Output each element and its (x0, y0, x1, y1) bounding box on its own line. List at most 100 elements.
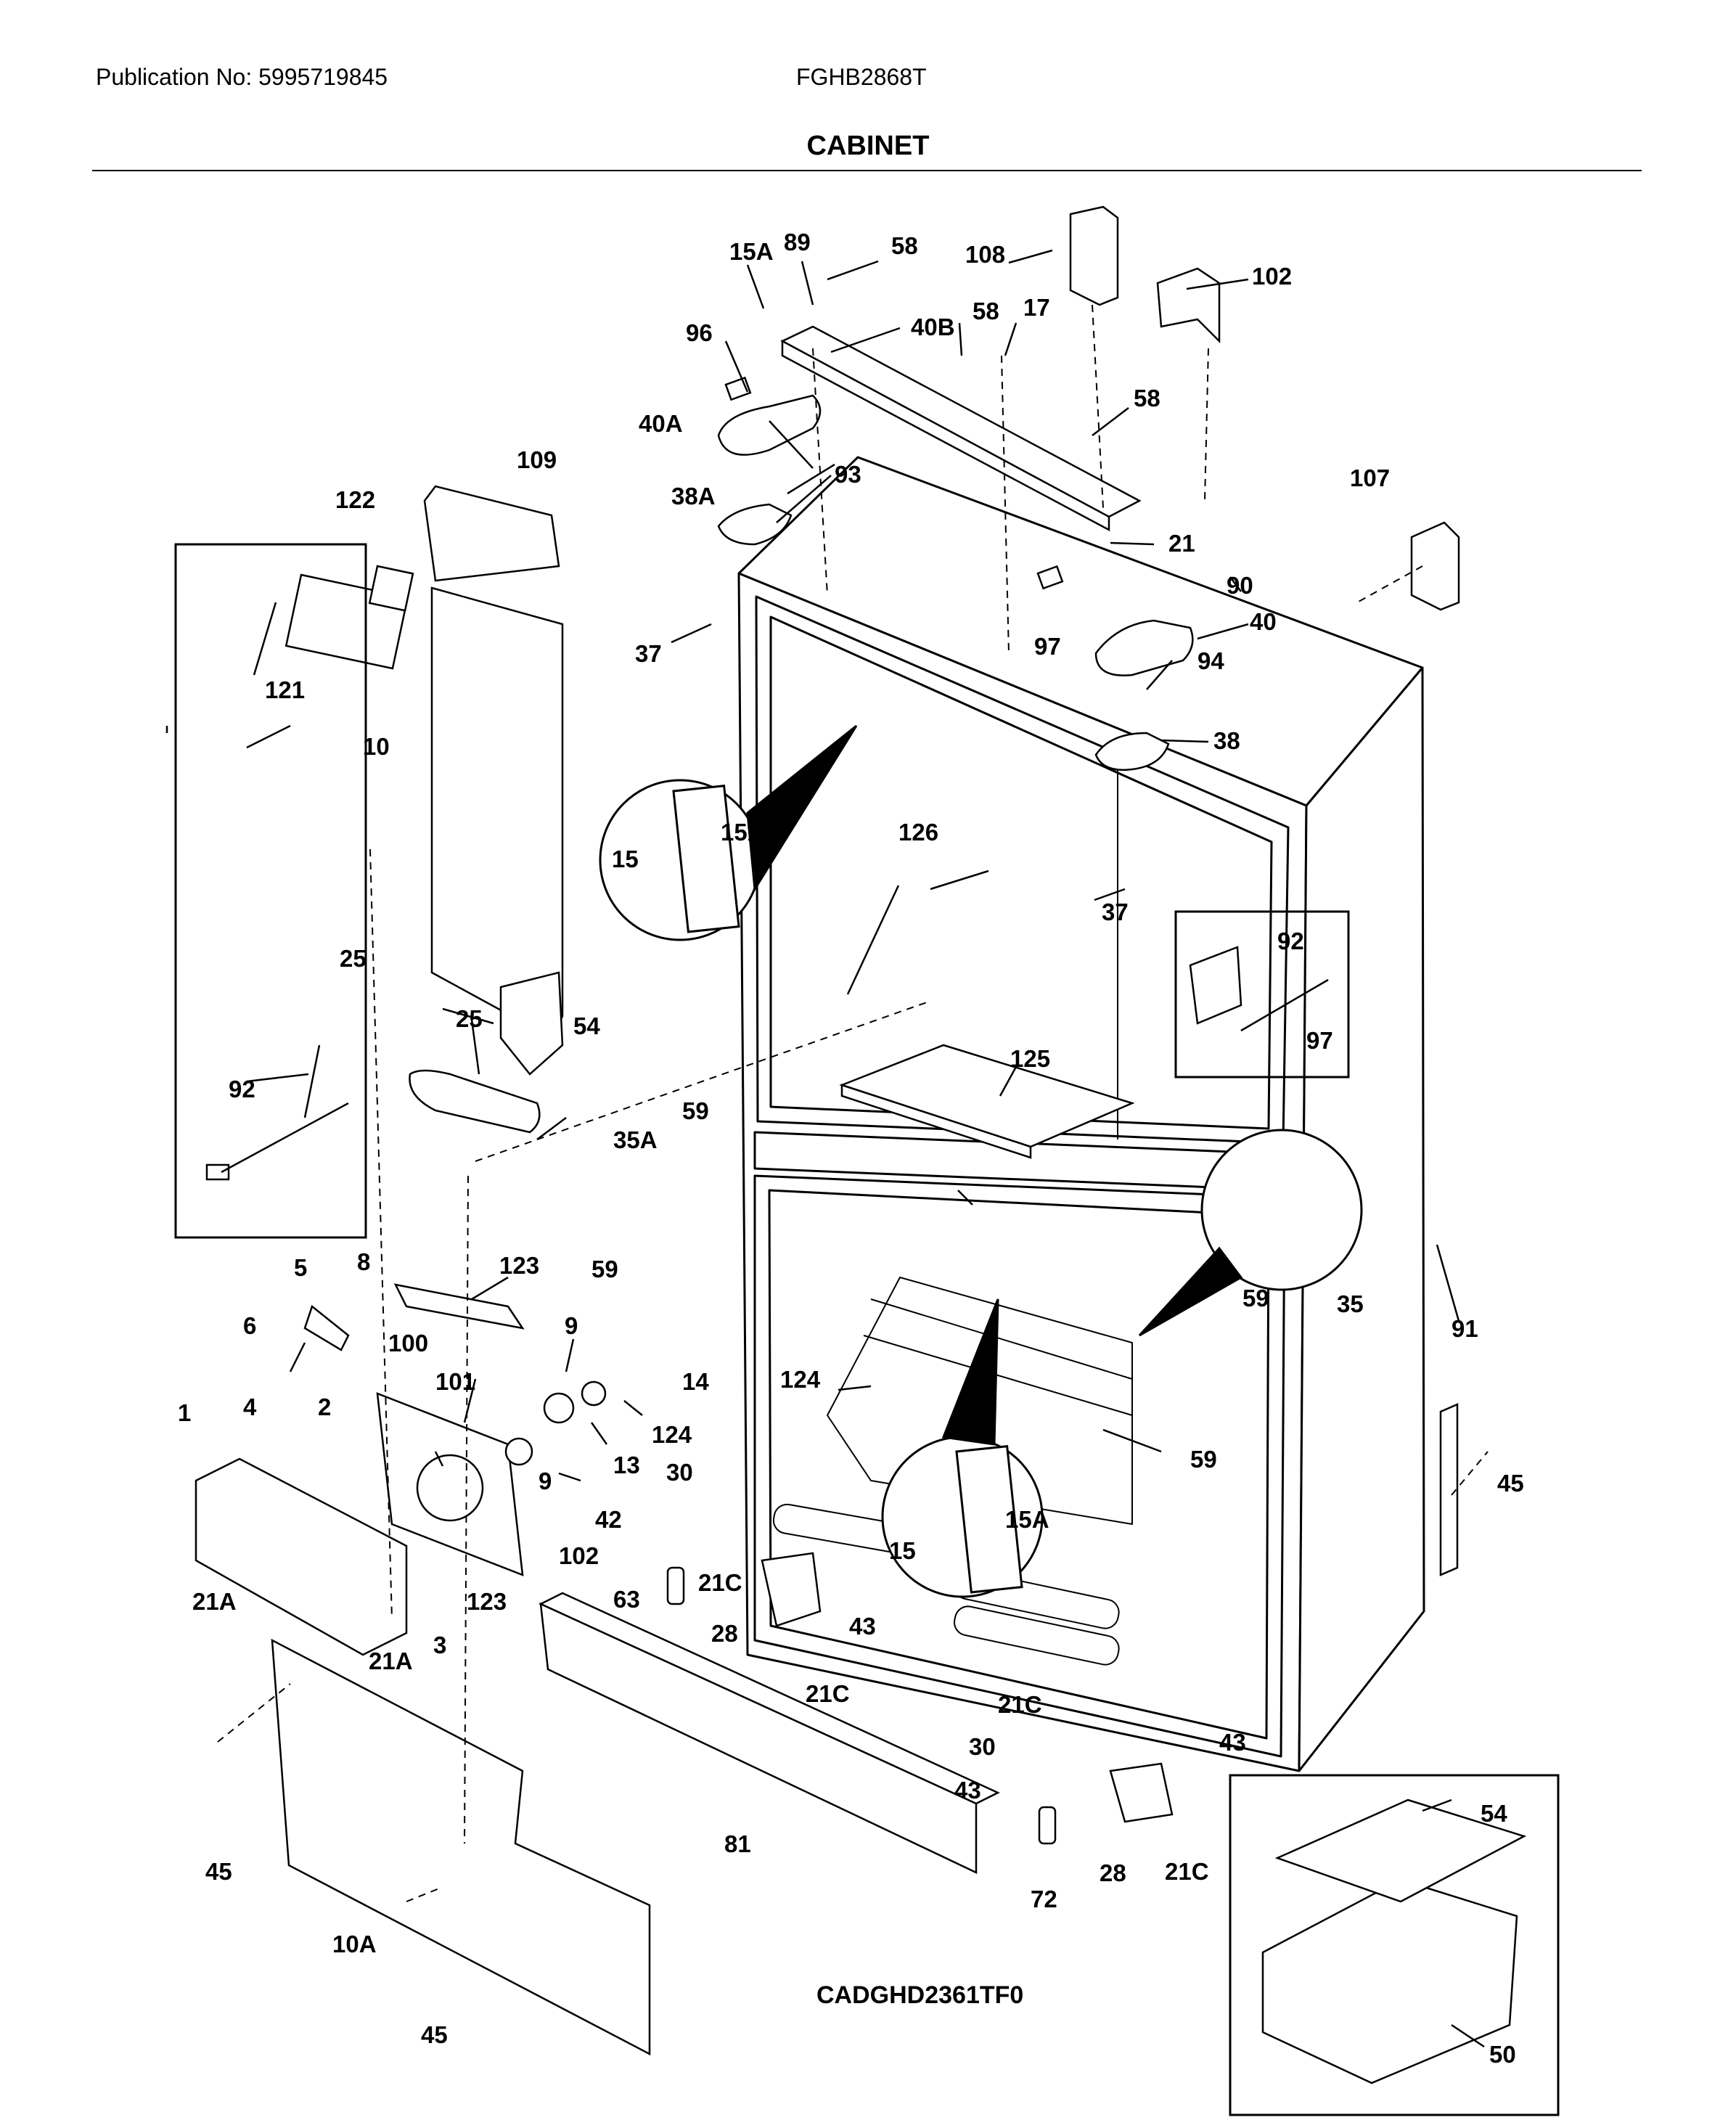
callout-123: 124 (652, 1421, 692, 1448)
callout-96: 100 (388, 1330, 428, 1356)
callout-4: 4 (243, 1394, 257, 1420)
callout-45: 45 (421, 2021, 448, 2048)
rear-access-panel (271, 1638, 651, 2056)
inset-box-50-54 (1229, 1774, 1560, 2116)
callout-90: 92 (229, 1076, 255, 1102)
callout-2: 2 (318, 1394, 331, 1420)
dashed-assembly-lines (217, 304, 1489, 1902)
detail-circle-lower (881, 1298, 1044, 1598)
callout-97: 102 (559, 1542, 599, 1569)
shelf-part (839, 1044, 1135, 1159)
callout-15: 15 (612, 846, 639, 872)
callout-42: 43 (954, 1777, 981, 1804)
callout-40: 40 (1250, 608, 1277, 635)
callout-109: 122 (335, 486, 375, 513)
callout-15: 15 (889, 1537, 916, 1564)
callout-6: 6 (243, 1312, 256, 1339)
callout-40A: 40A (639, 410, 683, 437)
callout-21C: 21C (698, 1569, 742, 1596)
callout-43: 43 (849, 1613, 876, 1640)
callout-45: 45 (205, 1858, 232, 1885)
callout-59: 59 (1190, 1446, 1217, 1473)
callout-21A: 21A (192, 1588, 237, 1615)
callout-21C: 21C (1165, 1858, 1209, 1885)
callout-94: 97 (1306, 1027, 1333, 1054)
callout-100: 102 (1252, 263, 1292, 290)
callout-30: 30 (666, 1459, 693, 1486)
wire-harness-inset (205, 1102, 349, 1181)
callout-21C: 21C (998, 1691, 1042, 1718)
callout-59: 59 (682, 1097, 709, 1124)
header-divider (92, 170, 1642, 171)
callout-15A: 15A (721, 819, 765, 846)
callout-124: 124 (780, 1366, 821, 1393)
callout-89: 91 (1452, 1315, 1478, 1342)
inset-box-91-94 (1174, 910, 1350, 1079)
callout-92: 94 (1197, 647, 1224, 674)
cabinet-body (737, 456, 1425, 1772)
callout-93: 97 (1034, 633, 1061, 660)
leveling-legs (666, 1552, 1174, 1845)
callout-28: 28 (711, 1620, 738, 1647)
callout-9: 9 (565, 1312, 578, 1339)
callout-8: 8 (357, 1248, 370, 1275)
callout-10A: 10A (332, 1931, 377, 1957)
callout-3: 3 (433, 1632, 446, 1658)
toe-grille (539, 1592, 1000, 1874)
model-number: FGHB2868T (796, 64, 927, 90)
publication-number: Publication No: 5995719845 (96, 64, 388, 90)
leader-lines (165, 249, 1485, 2048)
callout-21A: 21A (369, 1648, 413, 1674)
callout-28: 28 (1100, 1859, 1126, 1886)
callout-38: 38 (1213, 727, 1240, 754)
side-panel-89 (1439, 1403, 1459, 1576)
detail-circle-right (1138, 1129, 1363, 1337)
callout-21C: 21C (806, 1680, 850, 1707)
control-housing (1261, 1798, 1527, 2084)
fan-assembly (195, 1283, 607, 1656)
callout-15A: 15A (1005, 1506, 1049, 1533)
callout-126: 126 (898, 819, 938, 846)
callout-21: 17 (1023, 294, 1050, 321)
callout-30: 30 (969, 1733, 996, 1760)
callout-63: 72 (1031, 1886, 1057, 1912)
callout-91: 92 (1277, 928, 1304, 954)
callout-13: 13 (613, 1452, 640, 1478)
callout-40B: 40B (911, 314, 955, 340)
callout-54: 54 (1481, 1800, 1507, 1827)
callout-25: 25 (456, 1005, 483, 1032)
callout-97: 101 (435, 1368, 475, 1395)
callout-72: 81 (724, 1830, 751, 1857)
callout-108: 121 (265, 676, 305, 703)
callout-42: 42 (595, 1506, 622, 1533)
page-title: CABINET (806, 131, 930, 161)
air-duct-assembly (284, 485, 564, 1134)
callout-35A: 35A (613, 1126, 658, 1153)
callout-122: 123 (467, 1588, 507, 1615)
callout-58: 58 (1134, 385, 1160, 412)
control-board-inset (1189, 946, 1329, 1032)
callout-81: 90 (1227, 572, 1253, 599)
callout-59: 59 (591, 1256, 618, 1282)
diagram-code: CADGHD2361TF0 (816, 1981, 1023, 2009)
callout-101: 107 (1350, 465, 1390, 491)
callout-43: 43 (1219, 1729, 1246, 1756)
callout-107: 109 (517, 446, 557, 473)
callout-92: 93 (835, 461, 861, 488)
callout-14: 14 (682, 1368, 709, 1395)
callout-58: 58 (973, 298, 999, 324)
callout-9: 9 (539, 1468, 552, 1494)
callout-37: 37 (635, 640, 662, 667)
callout-labels: 15A 89 58 108 102 96 40B 58 17 58 40A 93… (178, 229, 1524, 2068)
hinge-parts-right (1036, 565, 1194, 772)
callout-59: 59 (1242, 1285, 1269, 1311)
callout-37: 37 (1102, 899, 1129, 925)
callout-81: 89 (784, 229, 811, 255)
callout-121: 123 (499, 1252, 539, 1279)
callout-10: 10 (363, 733, 390, 760)
callout-58: 58 (891, 232, 918, 259)
callout-35: 35 (1337, 1290, 1364, 1317)
inset-box-90 (174, 543, 367, 1239)
callout-93: 96 (686, 319, 713, 346)
